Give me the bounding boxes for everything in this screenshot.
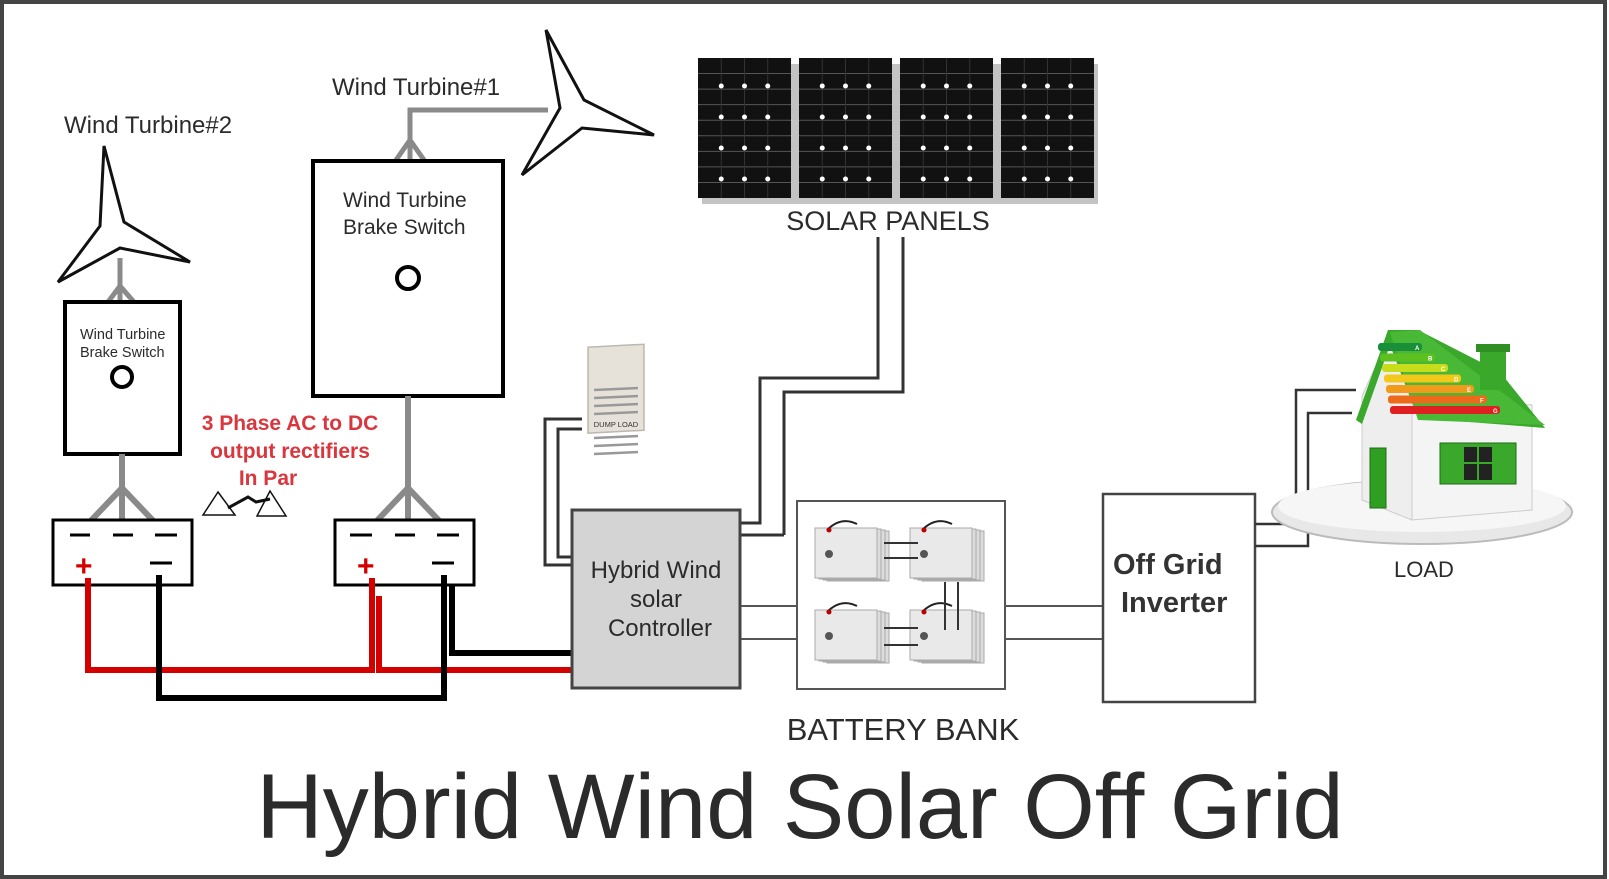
- inverter-label-line2: Inverter: [1121, 587, 1227, 619]
- energy-rating-bar: [1390, 406, 1500, 414]
- brake-switch-2-button: [110, 365, 134, 389]
- controller-label-line2: solar: [630, 586, 682, 613]
- energy-rating-bar: [1378, 343, 1422, 351]
- load-house-icon: A B C D E F G: [1271, 330, 1573, 545]
- rectifier-2: [51, 518, 194, 587]
- solar-panel-array: [698, 58, 1098, 204]
- wind-turbine-2: Wind Turbine#2 Wind Turbine Brake Switch…: [51, 112, 232, 587]
- dump-load-wiring: [543, 417, 582, 567]
- inverter-label-line1: Off Grid: [1113, 549, 1223, 581]
- dump-load-label: DUMP LOAD: [594, 420, 639, 429]
- rectifier-symbol-icon: [201, 489, 288, 517]
- rectifier-note-line3: In Par: [239, 467, 297, 490]
- energy-rating-bar: [1384, 374, 1461, 383]
- battery-bank-label: BATTERY BANK: [787, 712, 1020, 747]
- energy-rating-bar: [1380, 353, 1435, 362]
- brake-switch-1-label-line1: Wind Turbine: [343, 189, 467, 212]
- energy-rating-label: G: [1493, 409, 1498, 415]
- energy-rating-bar: [1382, 364, 1448, 372]
- energy-rating-label: F: [1480, 399, 1484, 405]
- controller-battery-wiring: [741, 605, 797, 640]
- battery-icon: [909, 520, 985, 582]
- energy-rating-label: E: [1467, 388, 1471, 394]
- wind-turbine-1-label: Wind Turbine#1: [332, 74, 500, 101]
- brake-switch-1-button: [395, 265, 421, 291]
- rectifier-1-positive-terminal: +: [357, 550, 375, 583]
- inverter-load-wiring: [1255, 388, 1356, 548]
- energy-rating-bar: [1388, 395, 1487, 404]
- negative-wire: [156, 575, 447, 701]
- rectifier-1: [333, 518, 476, 587]
- energy-rating-label: A: [1415, 346, 1420, 352]
- rectifier-note-line1: 3 Phase AC to DC: [202, 412, 379, 435]
- wind-turbine-1: Wind Turbine#1 Wind Turbine Brake Switch…: [311, 29, 655, 587]
- brake-switch-2-label-line1: Wind Turbine: [80, 327, 165, 343]
- rectifier-note: 3 Phase AC to DC output rectifiers In Pa…: [202, 412, 379, 490]
- off-grid-inverter: Off Grid Inverter: [1101, 492, 1257, 704]
- energy-rating-label: B: [1428, 357, 1433, 363]
- dc-wiring: [85, 575, 572, 701]
- wind-turbine-2-label: Wind Turbine#2: [64, 112, 232, 139]
- energy-rating-label: C: [1441, 367, 1446, 373]
- wind-turbine-1-rotor-icon: [520, 29, 655, 177]
- battery-icon: [909, 602, 985, 664]
- battery-bank: [796, 500, 1006, 690]
- energy-rating-label: D: [1454, 378, 1459, 384]
- dump-load: DUMP LOAD: [587, 343, 645, 456]
- load-label: LOAD: [1394, 557, 1454, 582]
- energy-rating-bar: [1386, 385, 1474, 393]
- brake-switch-2-label-line2: Brake Switch: [80, 345, 165, 361]
- battery-inverter-wiring: [1005, 605, 1103, 640]
- solar-panels-label: SOLAR PANELS: [786, 206, 990, 236]
- battery-icon: [814, 602, 890, 664]
- solar-wiring: [740, 237, 905, 537]
- rectifier-2-positive-terminal: +: [75, 550, 93, 583]
- brake-switch-1-label-line2: Brake Switch: [343, 216, 466, 239]
- positive-wire: [85, 578, 375, 673]
- battery-icon: [814, 520, 890, 582]
- hybrid-controller: Hybrid Wind solar Controller: [570, 508, 742, 690]
- controller-label-line3: Controller: [608, 615, 712, 642]
- wind-turbine-2-rotor-icon: [56, 145, 191, 284]
- rectifier-note-line2: output rectifiers: [210, 440, 370, 463]
- controller-label-line1: Hybrid Wind: [591, 557, 722, 584]
- diagram-title: Hybrid Wind Solar Off Grid: [256, 756, 1343, 858]
